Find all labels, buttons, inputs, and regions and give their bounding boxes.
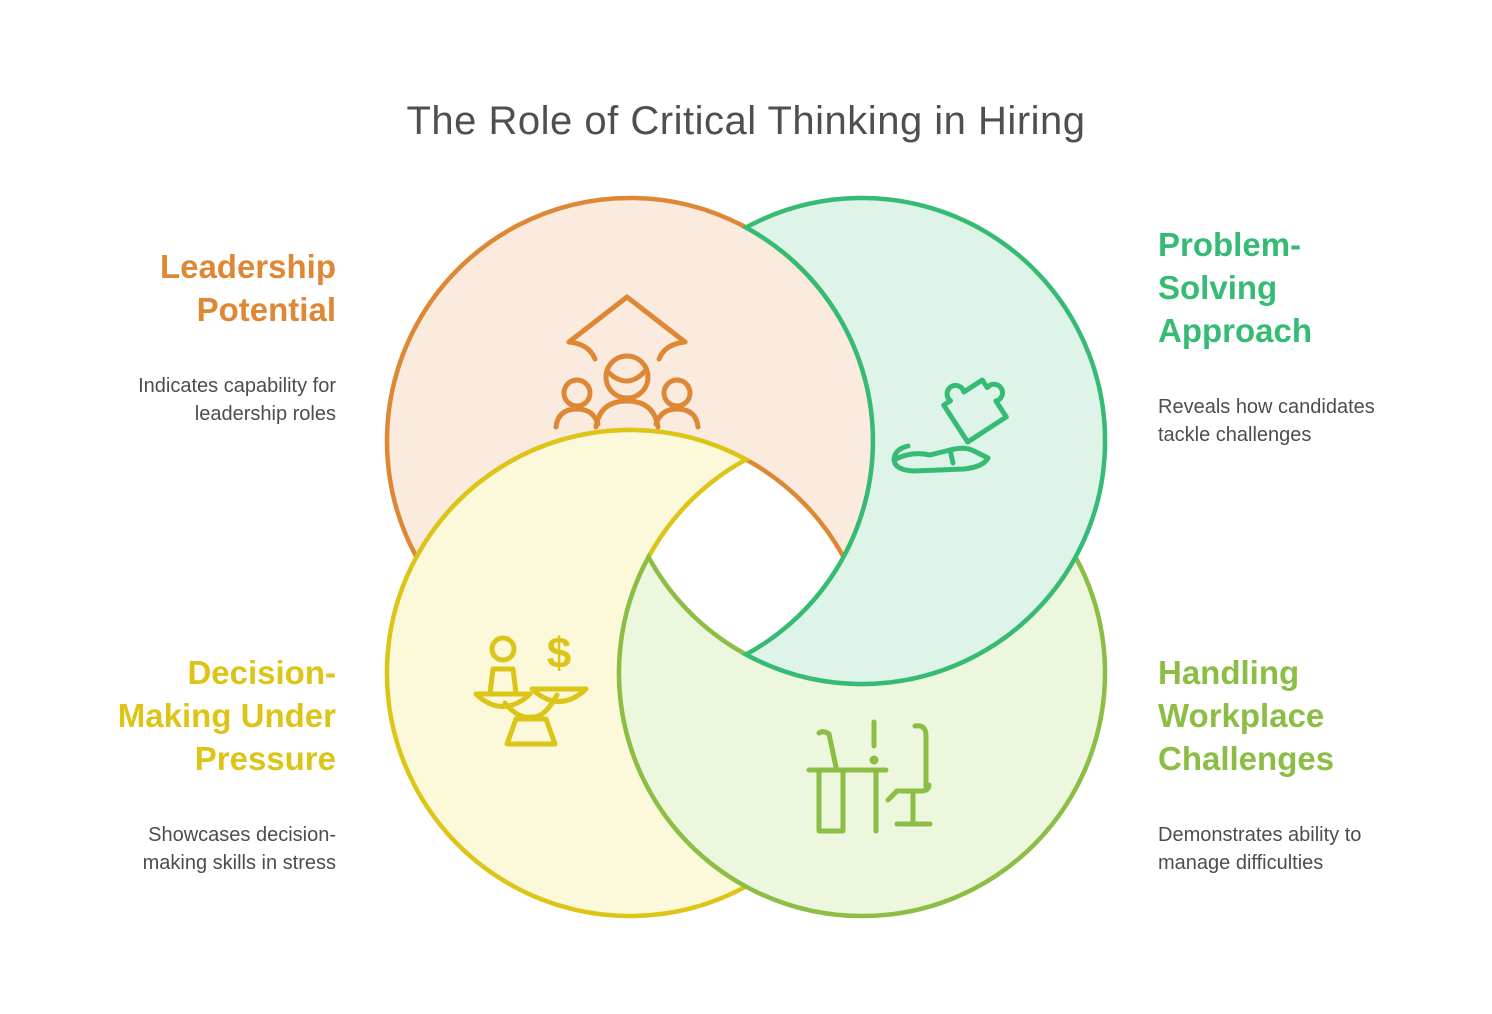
section-problem-solving: Problem-Solving Approach Reveals how can…: [1158, 224, 1375, 449]
circle-problem-solving: [741, 195, 1108, 687]
section-description-leadership: Indicates capability for leadership role…: [138, 374, 336, 425]
page-title: The Role of Critical Thinking in Hiring: [406, 99, 1086, 143]
growth-arrow-team-icon: [553, 294, 701, 430]
section-description-problem-solving: Reveals how candidates tackle challenges: [1158, 395, 1375, 446]
section-heading-leadership: Leadership Potential: [159, 248, 336, 328]
exclamation-dot: [869, 755, 879, 765]
section-leadership: Leadership Potential Indicates capabilit…: [86, 246, 336, 428]
section-description-decision-making: Showcases decision-making skills in stre…: [142, 823, 336, 874]
section-workplace-challenges: Handling Workplace Challenges Demonstrat…: [1158, 652, 1388, 877]
desk-and-chair-icon: [806, 719, 933, 834]
section-decision-making: Decision-Making Under Pressure Showcases…: [96, 652, 336, 877]
section-description-workplace-challenges: Demonstrates ability to manage difficult…: [1158, 823, 1362, 874]
balance-scale-icon: [473, 635, 589, 747]
dollar-glyph: $: [547, 629, 571, 678]
section-heading-workplace-challenges: Handling Workplace Challenges: [1158, 654, 1335, 777]
section-heading-decision-making: Decision-Making Under Pressure: [117, 654, 336, 777]
puzzle-in-hand-icon: [891, 377, 1009, 474]
section-heading-problem-solving: Problem-Solving Approach: [1158, 226, 1313, 349]
